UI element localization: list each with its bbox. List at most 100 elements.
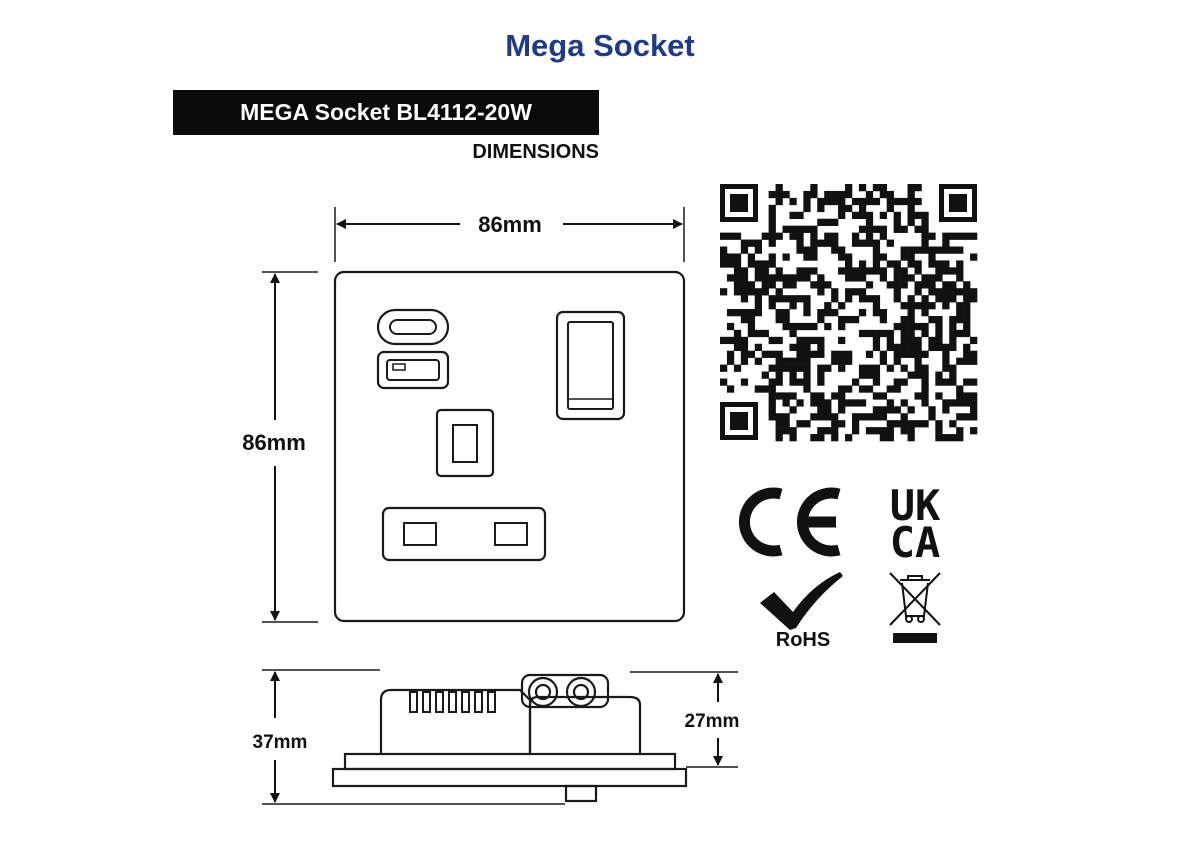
qr-module bbox=[893, 281, 901, 289]
qr-module bbox=[740, 274, 749, 282]
qr-module bbox=[796, 232, 804, 240]
qr-module bbox=[803, 385, 811, 393]
qr-module bbox=[865, 295, 874, 303]
qr-module bbox=[810, 322, 818, 331]
qr-module bbox=[907, 350, 915, 358]
qr-module bbox=[845, 295, 853, 303]
qr-module bbox=[796, 378, 804, 386]
qr-module bbox=[872, 295, 881, 303]
qr-module bbox=[886, 336, 894, 345]
qr-module bbox=[803, 378, 811, 386]
qr-module bbox=[956, 232, 964, 240]
qr-module bbox=[893, 385, 901, 393]
qr-module bbox=[921, 378, 929, 386]
qr-module bbox=[768, 260, 776, 268]
qr-module bbox=[928, 246, 936, 254]
qr-module bbox=[921, 274, 929, 282]
qr-module bbox=[872, 302, 881, 310]
qr-module bbox=[900, 427, 908, 435]
qr-module bbox=[817, 399, 825, 407]
usb-c-port bbox=[376, 308, 450, 346]
qr-module bbox=[817, 288, 825, 296]
depth-total-label: 37mm bbox=[253, 732, 308, 753]
qr-module bbox=[803, 371, 811, 379]
qr-module bbox=[733, 232, 742, 240]
qr-module bbox=[949, 434, 957, 442]
qr-module bbox=[907, 315, 915, 324]
qr-module bbox=[893, 322, 901, 331]
qr-module bbox=[907, 420, 915, 428]
qr-module bbox=[879, 274, 888, 282]
qr-module bbox=[796, 364, 804, 372]
qr-module bbox=[872, 371, 881, 379]
qr-module bbox=[921, 232, 929, 240]
qr-module bbox=[838, 315, 846, 324]
width-label: 86mm bbox=[478, 212, 542, 237]
qr-module bbox=[858, 211, 867, 220]
qr-module bbox=[886, 260, 894, 268]
qr-module bbox=[935, 288, 943, 296]
qr-module bbox=[838, 253, 846, 261]
qr-module bbox=[942, 267, 950, 275]
qr-module bbox=[824, 309, 832, 317]
qr-module bbox=[942, 434, 950, 442]
qr-module bbox=[775, 184, 783, 192]
qr-module bbox=[970, 350, 978, 358]
qr-module bbox=[872, 336, 881, 345]
qr-module bbox=[747, 322, 756, 331]
qr-module bbox=[824, 406, 832, 414]
qr-module bbox=[949, 399, 957, 407]
qr-module bbox=[893, 225, 901, 233]
qr-module bbox=[726, 253, 735, 261]
qr-module bbox=[768, 378, 776, 386]
qr-module bbox=[768, 204, 776, 213]
qr-module bbox=[789, 427, 797, 435]
qr-module bbox=[956, 392, 964, 400]
qr-module bbox=[789, 225, 797, 233]
qr-module bbox=[907, 434, 915, 442]
qr-module bbox=[796, 343, 804, 352]
qr-module bbox=[845, 385, 853, 393]
qr-module bbox=[838, 267, 846, 275]
qr-module bbox=[886, 329, 894, 338]
qr-module bbox=[775, 434, 783, 442]
ukca-mark-icon: UK CA bbox=[890, 481, 941, 567]
qr-module bbox=[838, 364, 846, 372]
qr-module bbox=[921, 364, 929, 372]
qr-module bbox=[817, 315, 825, 324]
qr-module bbox=[845, 350, 853, 358]
qr-module bbox=[754, 385, 762, 393]
qr-module bbox=[865, 385, 874, 393]
qr-module bbox=[907, 211, 915, 220]
qr-module bbox=[838, 197, 846, 206]
qr-module bbox=[914, 260, 922, 268]
qr-module bbox=[796, 267, 804, 275]
qr-module bbox=[803, 204, 811, 213]
qr-module bbox=[796, 322, 804, 331]
qr-module bbox=[831, 392, 839, 400]
qr-module bbox=[803, 225, 811, 233]
qr-module bbox=[935, 329, 943, 338]
qr-module bbox=[900, 246, 908, 254]
qr-module bbox=[942, 399, 950, 407]
ce-mark-icon: CE bbox=[738, 487, 841, 557]
qr-module bbox=[872, 197, 881, 206]
qr-module bbox=[747, 239, 756, 247]
qr-module bbox=[900, 413, 908, 421]
qr-module bbox=[914, 197, 922, 206]
qr-module bbox=[970, 232, 978, 240]
qr-module bbox=[775, 364, 783, 372]
qr-module bbox=[886, 420, 894, 428]
qr-module bbox=[720, 336, 728, 345]
qr-module bbox=[921, 295, 929, 303]
qr-module bbox=[928, 315, 936, 324]
qr-module bbox=[796, 295, 804, 303]
qr-module bbox=[935, 434, 943, 442]
qr-module bbox=[761, 371, 769, 379]
qr-module bbox=[879, 225, 888, 233]
qr-module bbox=[747, 315, 756, 324]
qr-module bbox=[726, 357, 735, 365]
qr-module bbox=[845, 434, 853, 442]
qr-module bbox=[872, 239, 881, 247]
qr-module bbox=[970, 413, 978, 421]
